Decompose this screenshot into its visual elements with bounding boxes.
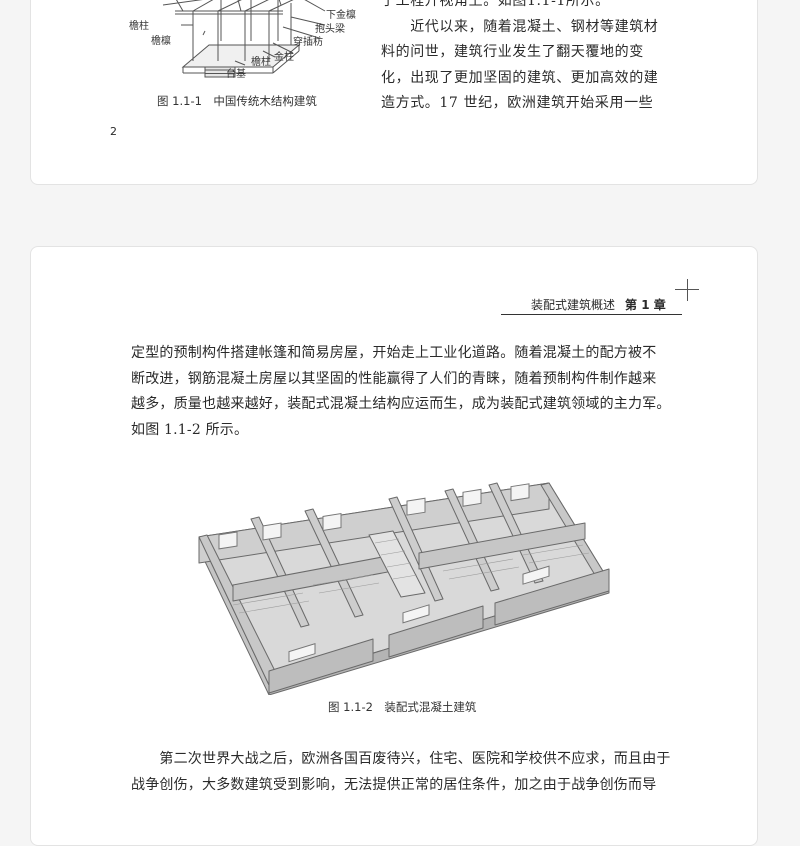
header-rule [501,314,682,315]
paragraph-2: 第二次世界大战之后，欧洲各国百废待兴，住宅、医院和学校供不应求，而且由于 战争创… [131,747,686,798]
text-line: 第二次世界大战之后，欧洲各国百废待兴，住宅、医院和学校供不应求，而且由于 [131,751,671,767]
label-gold-column: 金柱 [274,52,294,63]
text-line: 断改进，钢筋混凝土房屋以其坚固的性能赢得了人们的青睐，随着预制构件制作越来 [131,370,657,387]
header-chapter: 第 1 章 [625,298,666,312]
main-page: 装配式建筑概述第 1 章 定型的预制构件搭建帐篷和简易房屋，开始走上工业化道路。… [30,246,758,846]
text-line: 如图 1.1-2 所示。 [131,421,249,438]
label-eave-purlin: 檐檩 [151,36,171,47]
label-eave-column-2: 檐柱 [251,57,271,68]
text-line: 越多，质量也越来越好，装配式混凝土结构应运而生，成为装配式建筑领域的主力军。 [131,396,671,412]
running-header: 装配式建筑概述第 1 章 [531,296,666,313]
label-lower-gold-purlin: 下金檩 [326,10,356,21]
text-line: 近代以来，随着混凝土、钢材等建筑材 [381,18,659,35]
text-line: 料的问世，建筑行业发生了翻天覆地的变 [381,44,644,60]
text-line: 于工程升视角上。如图1.1-1所示。 [381,0,610,9]
label-chuancha-tie: 穿插枋 [293,37,323,48]
text-line: 化，出现了更加坚固的建筑、更加高效的建 [381,69,659,86]
figure-1-1-caption: 图 1.1-1 中国传统木结构建筑 [157,94,317,108]
timber-structure-figure: 檐柱 檐檩 下金檩 抱头梁 穿插枋 金柱 檐柱 台基 [123,0,363,81]
label-baotou-beam: 抱头梁 [315,24,345,35]
figure-1-1-2-caption: 图 1.1-2 装配式混凝土建筑 [328,700,477,714]
text-line: 定型的预制构件搭建帐篷和简易房屋，开始走上工业化道路。随着混凝土的配方被不 [131,345,657,361]
top-page: 檐柱 檐檩 下金檩 抱头梁 穿插枋 金柱 檐柱 台基 图 1.1-1 中国传统木… [30,0,758,185]
prefab-building-figure [193,475,613,696]
header-section-title: 装配式建筑概述 [531,298,616,312]
prefab-building-drawing [198,482,610,696]
crop-mark [687,279,688,301]
timber-structure-drawing [162,0,326,78]
page-number: 2 [110,125,117,138]
label-eave-column: 檐柱 [129,21,149,32]
text-line: 造方式。17 世纪，欧洲建筑开始采用一些 [381,95,654,111]
paragraph-1: 定型的预制构件搭建帐篷和简易房屋，开始走上工业化道路。随着混凝土的配方被不 断改… [131,341,686,443]
text-line: 战争创伤，大多数建筑受到影响，无法提供正常的居住条件，加之由于战争创伤而导 [131,776,657,793]
right-column-text: 于工程升视角上。如图1.1-1所示。 近代以来，随着混凝土、钢材等建筑材 料的问… [381,0,666,117]
label-platform: 台基 [226,69,246,80]
